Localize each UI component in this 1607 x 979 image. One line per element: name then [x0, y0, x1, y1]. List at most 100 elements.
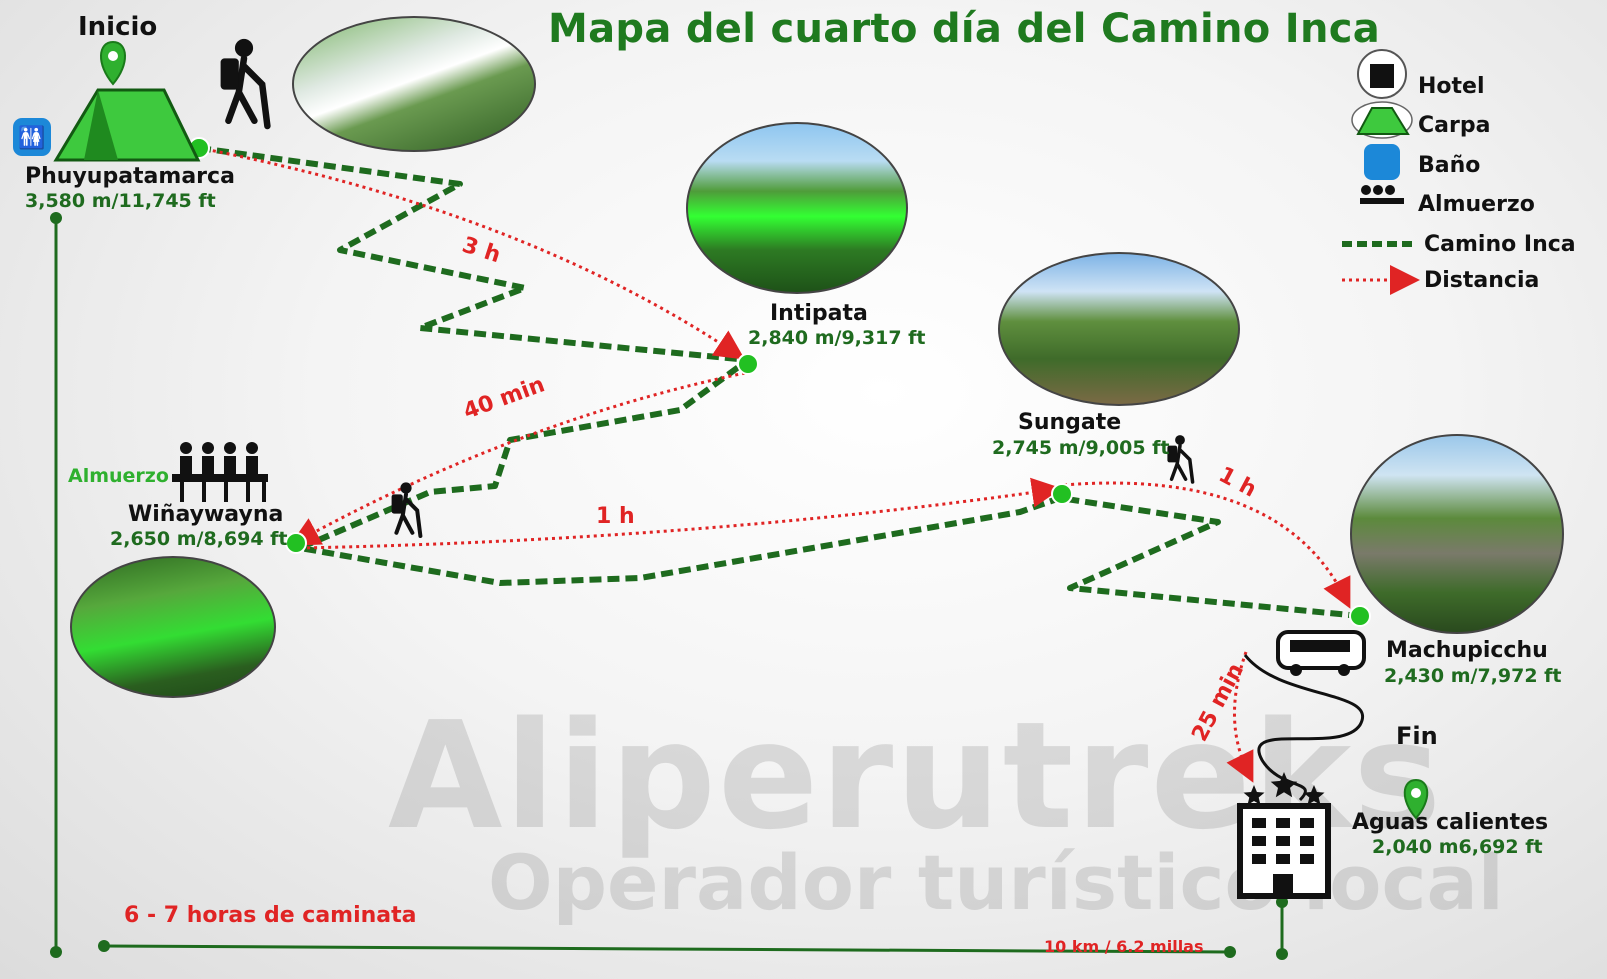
- lunch-table-leg-2: [224, 482, 228, 502]
- legend-label-lunch: Almuerzo: [1418, 192, 1535, 217]
- start-label: Inicio: [78, 12, 158, 42]
- axis-dot-bottom: [50, 946, 62, 958]
- legend-tent-icon: [1356, 107, 1410, 135]
- hotel-stem-dot-bottom: [1276, 948, 1288, 960]
- hotel-window-2-1: [1276, 854, 1290, 864]
- watermark-tagline: Operador turístico local: [488, 838, 1504, 927]
- place-name-winaywayna: Wiñaywayna: [128, 502, 284, 527]
- end-label: Fin: [1396, 722, 1438, 750]
- distance-arrow-seg5: [1226, 651, 1254, 783]
- place-name-sungate: Sungate: [1018, 410, 1122, 435]
- hotel-window-1-1: [1276, 836, 1290, 846]
- hotel-star-2: [1303, 785, 1325, 805]
- axis-dot-right: [1224, 946, 1236, 958]
- bus-icon-window: [1290, 640, 1350, 652]
- hiker-icon-sungate-body: [1169, 443, 1195, 484]
- lunch-person-body-0: [180, 456, 192, 474]
- lunch-person-2: [224, 442, 236, 454]
- place-name-intipata: Intipata: [770, 301, 868, 326]
- location-pin-icon: [100, 40, 126, 86]
- hotel-window-0-0: [1252, 818, 1266, 828]
- hotel-window-2-0: [1252, 854, 1266, 864]
- legend-lunch-icon: [1360, 198, 1404, 204]
- bus-road-path: [1243, 654, 1364, 802]
- tent-icon: [53, 88, 201, 162]
- legend-restroom-icon: [1364, 144, 1400, 180]
- legend-lunch-person-0: [1361, 185, 1371, 195]
- hiker-icon-winaywayna-body: [394, 492, 423, 538]
- tent-icon-door: [84, 90, 118, 160]
- distance-arrow-seg2: [289, 371, 746, 546]
- lunch-icon: [172, 474, 268, 482]
- hiker-icon-start: [234, 38, 254, 58]
- legend-lunch-person-1: [1373, 185, 1383, 195]
- place-altitude-winaywayna: 2,650 m/8,694 ft: [110, 528, 288, 550]
- legend-label-trail: Camino Inca: [1424, 232, 1576, 257]
- lunch-person-body-3: [246, 456, 258, 474]
- hotel-window-0-1: [1276, 818, 1290, 828]
- summary-distance: 10 km / 6.2 millas: [1044, 937, 1204, 956]
- summary-time: 6 - 7 horas de caminata: [124, 903, 417, 928]
- restroom-icon-glyph: 🚻: [18, 125, 45, 151]
- distance-axis-line: [103, 944, 1231, 954]
- lunch-person-body-2: [224, 456, 236, 474]
- lunch-table-leg-4: [262, 482, 266, 502]
- legend-label-hotel: Hotel: [1418, 74, 1485, 99]
- location-pin-icon-hole: [108, 51, 118, 61]
- hotel-window-1-0: [1252, 836, 1266, 846]
- node-sungate: [1051, 483, 1073, 505]
- page-title: Mapa del cuarto día del Camino Inca: [548, 6, 1381, 52]
- hotel-star-0: [1243, 785, 1265, 805]
- axis-dot-left: [98, 940, 110, 952]
- photo-machupicchu: [1350, 434, 1564, 634]
- place-name-aguas-calientes: Aguas calientes: [1352, 810, 1549, 835]
- hotel-window-1-2: [1300, 836, 1314, 846]
- hiker-icon-winaywayna-backpack: [391, 494, 403, 514]
- lunch-table-leg-3: [246, 482, 250, 502]
- legend-lunch-person-2: [1385, 185, 1395, 195]
- distance-arrow-seg3: [299, 477, 1062, 550]
- hiker-icon-start-backpack: [220, 58, 239, 90]
- legend-hotel-icon-building: [1370, 64, 1394, 88]
- lunch-person-body-1: [202, 456, 214, 474]
- photo-intipata: [686, 122, 908, 294]
- node-winaywayna: [285, 532, 307, 554]
- bus-icon-wheel-1: [1290, 664, 1302, 676]
- node-machupicchu: [1349, 605, 1371, 627]
- duration-seg3: 1 h: [596, 504, 635, 529]
- photo-winaywayna: [70, 556, 276, 698]
- hiker-icon-sungate-backpack: [1167, 445, 1178, 463]
- hiker-icon-start-body: [225, 55, 271, 130]
- place-name-phuyupatamarca: Phuyupatamarca: [25, 164, 235, 189]
- lunch-table-leg-0: [180, 482, 184, 502]
- hotel-window-2-2: [1300, 854, 1314, 864]
- distance-arrow-seg4: [1063, 481, 1351, 609]
- hotel-window-0-2: [1300, 818, 1314, 828]
- place-name-machupicchu: Machupicchu: [1386, 638, 1548, 663]
- lunch-person-0: [180, 442, 192, 454]
- place-altitude-machupicchu: 2,430 m/7,972 ft: [1384, 665, 1562, 687]
- hiker-icon-winaywayna: [400, 482, 412, 494]
- bus-icon-wheel-2: [1338, 664, 1350, 676]
- place-altitude-intipata: 2,840 m/9,317 ft: [748, 327, 926, 349]
- lunch-person-1: [202, 442, 214, 454]
- node-intipata: [737, 353, 759, 375]
- hiker-icon-sungate: [1175, 435, 1185, 445]
- hotel-door: [1273, 874, 1293, 896]
- axis-dot-top: [50, 212, 62, 224]
- place-altitude-phuyupatamarca: 3,580 m/11,745 ft: [25, 190, 216, 212]
- legend-label-restroom: Baño: [1418, 153, 1481, 178]
- place-altitude-sungate: 2,745 m/9,005 ft: [992, 437, 1170, 459]
- end-pin-icon-hole: [1411, 788, 1421, 798]
- lunch-tag: Almuerzo: [68, 465, 169, 487]
- inca-trail-path: [198, 145, 1361, 619]
- photo-phuyupatamarca: [292, 16, 536, 152]
- legend-label-distance: Distancia: [1424, 268, 1540, 293]
- restroom-icon: [13, 118, 51, 156]
- photo-sungate: [998, 252, 1240, 406]
- lunch-table-leg-1: [202, 482, 206, 502]
- legend-label-tent: Carpa: [1418, 113, 1491, 138]
- lunch-person-3: [246, 442, 258, 454]
- place-altitude-aguas-calientes: 2,040 m6,692 ft: [1372, 836, 1543, 858]
